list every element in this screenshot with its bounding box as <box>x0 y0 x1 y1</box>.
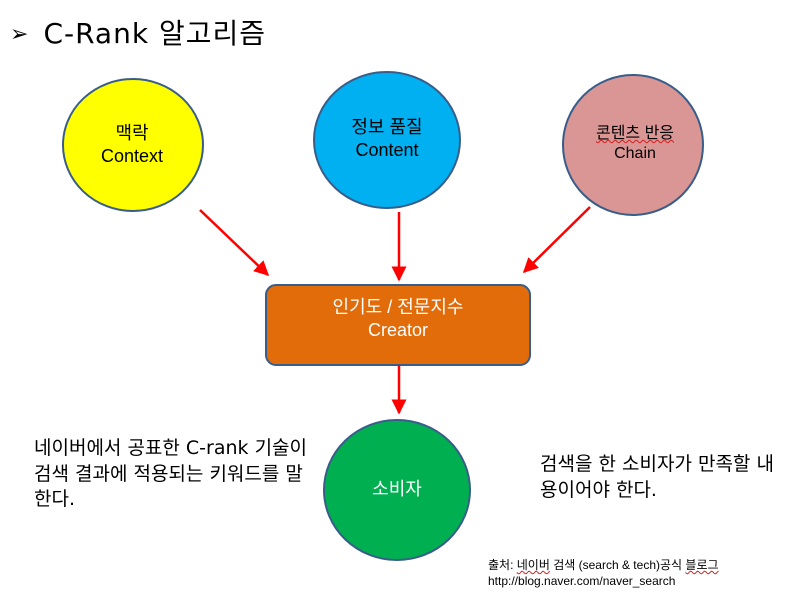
context-label-en: Context <box>100 145 164 166</box>
creator-label-en: Creator <box>367 319 429 340</box>
source-middle: 검색 (search & tech)공식 <box>549 558 686 572</box>
chain-label-ko: 콘텐츠 반응 <box>595 125 675 142</box>
note-left: 네이버에서 공표한 C-rank 기술이 검색 결과에 적용되는 키워드를 말한… <box>34 437 308 511</box>
context-node-label: 맥락 Context <box>62 122 202 167</box>
page-title: ➢ C-Rank 알고리즘 <box>10 12 266 52</box>
content-node <box>313 71 461 209</box>
content-node-label: 정보 품질 Content <box>312 116 462 161</box>
chain-node-label: 콘텐츠 반응 Chain <box>560 124 710 164</box>
chain-node <box>562 74 704 216</box>
arrow-context-to-creator <box>199 209 270 277</box>
title-text: C-Rank 알고리즘 <box>43 17 266 50</box>
chain-label-en: Chain <box>614 145 656 162</box>
consumer-label-ko: 소비자 <box>372 479 422 499</box>
content-label-en: Content <box>355 139 419 160</box>
source-url: http://blog.naver.com/naver_search <box>488 573 676 588</box>
arrow-chain-to-creator <box>522 206 591 274</box>
consumer-node-label: 소비자 <box>322 478 472 501</box>
context-label-ko: 맥락 <box>115 123 149 143</box>
creator-node-label: 인기도 / 전문지수 Creator <box>266 296 530 341</box>
source-blog: 블로그 <box>685 558 719 572</box>
consumer-node <box>323 419 471 561</box>
source-prefix: 출처: <box>488 558 517 572</box>
arrow-bullet-icon: ➢ <box>10 22 30 47</box>
creator-label-ko: 인기도 / 전문지수 <box>332 297 464 317</box>
note-right: 검색을 한 소비자가 만족할 내용이어야 한다. <box>540 453 774 501</box>
context-node <box>62 78 204 212</box>
source-naver: 네이버 <box>516 558 550 572</box>
content-label-ko: 정보 품질 <box>351 117 423 137</box>
source-citation: 출처: 네이버 검색 (search & tech)공식 블로그 http://… <box>488 558 719 589</box>
